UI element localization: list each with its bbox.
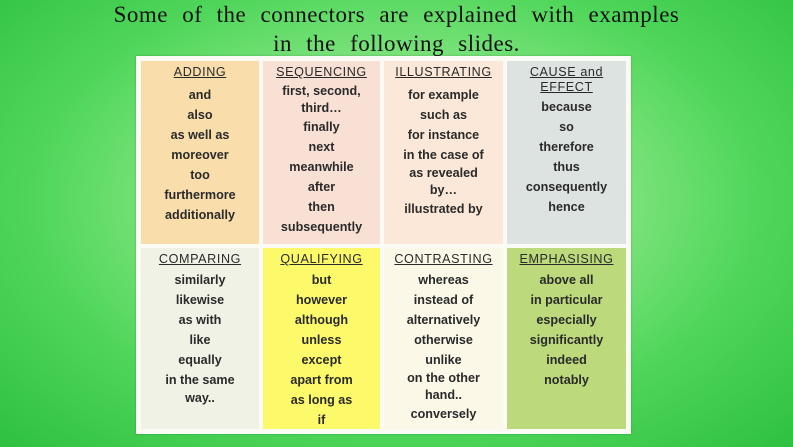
connector-item: then bbox=[308, 200, 335, 214]
connector-item: significantly bbox=[529, 333, 604, 347]
connector-item: additionally bbox=[165, 208, 235, 222]
header-cause-line-2: EFFECT bbox=[540, 80, 593, 94]
header-sequencing: SEQUENCING bbox=[276, 65, 367, 79]
connector-item: meanwhile bbox=[289, 160, 354, 174]
connector-item: first, second, bbox=[282, 84, 361, 98]
connector-item: as with bbox=[178, 313, 222, 327]
connector-item: moreover bbox=[171, 148, 229, 162]
connector-item: except bbox=[301, 353, 342, 367]
connector-item: like bbox=[189, 333, 211, 347]
connector-item: too bbox=[190, 168, 210, 182]
connector-item: conversely bbox=[410, 407, 477, 421]
connector-item: in the same bbox=[165, 373, 235, 387]
connector-item: by… bbox=[429, 183, 458, 197]
connector-item: above all bbox=[539, 273, 594, 287]
connector-item: equally bbox=[178, 353, 222, 367]
connector-item: third… bbox=[301, 101, 342, 115]
connector-item: thus bbox=[553, 160, 580, 174]
connector-item: unless bbox=[301, 333, 342, 347]
slide-title-line-2: in the following slides. bbox=[273, 31, 520, 56]
connector-item: but bbox=[311, 273, 332, 287]
connector-item: illustrated by bbox=[404, 202, 483, 216]
connector-item: unlike bbox=[425, 353, 462, 367]
connector-item: hence bbox=[548, 200, 585, 214]
connector-item: as long as bbox=[290, 393, 353, 407]
connector-item: especially bbox=[536, 313, 597, 327]
cell-cause-effect: CAUSE and EFFECT because so therefore th… bbox=[507, 61, 626, 244]
connector-item: although bbox=[294, 313, 349, 327]
connector-item: for instance bbox=[407, 128, 480, 142]
connector-item: however bbox=[295, 293, 348, 307]
connector-item: if bbox=[317, 413, 326, 427]
header-illustrating: ILLUSTRATING bbox=[395, 65, 492, 79]
connector-item: because bbox=[541, 100, 592, 114]
connector-item: in particular bbox=[530, 293, 603, 307]
connector-item: on the other bbox=[407, 371, 480, 385]
cell-comparing: COMPARING similarly likewise as with lik… bbox=[141, 248, 259, 429]
connectors-grid: ADDING and also as well as moreover too … bbox=[141, 61, 626, 429]
header-qualifying: QUALIFYING bbox=[280, 252, 363, 266]
connector-item: alternatively bbox=[406, 313, 481, 327]
header-cause-line-1: CAUSE and bbox=[529, 65, 604, 79]
header-comparing: COMPARING bbox=[158, 252, 242, 266]
connectors-table-image: ADDING and also as well as moreover too … bbox=[136, 56, 631, 434]
connector-item: otherwise bbox=[414, 333, 473, 347]
connector-item: apart from bbox=[290, 373, 353, 387]
connector-item: consequently bbox=[525, 180, 608, 194]
connector-item: way.. bbox=[185, 391, 215, 405]
connector-item: next bbox=[308, 140, 335, 154]
connector-item: finally bbox=[303, 120, 340, 134]
connector-item: as well as bbox=[170, 128, 230, 142]
connector-item: therefore bbox=[539, 140, 594, 154]
cell-emphasising: EMPHASISING above all in particular espe… bbox=[507, 248, 626, 429]
connector-item: similarly bbox=[174, 273, 226, 287]
slide-title-line-1: Some of the connectors are explained wit… bbox=[113, 2, 680, 27]
connector-item: whereas bbox=[418, 273, 469, 287]
connector-item: subsequently bbox=[280, 220, 363, 234]
header-emphasising: EMPHASISING bbox=[519, 252, 614, 266]
connector-item: after bbox=[307, 180, 336, 194]
connector-item: hand.. bbox=[424, 388, 463, 402]
cell-sequencing: SEQUENCING first, second, third… finally… bbox=[263, 61, 380, 244]
connector-item: notably bbox=[544, 373, 589, 387]
header-contrasting: CONTRASTING bbox=[394, 252, 493, 266]
connector-item: so bbox=[559, 120, 574, 134]
connector-item: instead of bbox=[413, 293, 474, 307]
connector-item: in the case of bbox=[403, 148, 484, 162]
cell-qualifying: QUALIFYING but however although unless e… bbox=[263, 248, 380, 429]
connector-item: furthermore bbox=[164, 188, 236, 202]
connector-item: indeed bbox=[546, 353, 587, 367]
connector-item: likewise bbox=[175, 293, 225, 307]
connector-item: for example bbox=[408, 88, 479, 102]
connector-item: also bbox=[187, 108, 213, 122]
cell-illustrating: ILLUSTRATING for example such as for ins… bbox=[384, 61, 503, 244]
connector-item: and bbox=[188, 88, 212, 102]
connector-item: as revealed bbox=[409, 166, 478, 180]
header-adding: ADDING bbox=[173, 65, 227, 79]
slide-title: Some of the connectors are explained wit… bbox=[0, 0, 793, 58]
cell-adding: ADDING and also as well as moreover too … bbox=[141, 61, 259, 244]
connector-item: such as bbox=[420, 108, 467, 122]
cell-contrasting: CONTRASTING whereas instead of alternati… bbox=[384, 248, 503, 429]
